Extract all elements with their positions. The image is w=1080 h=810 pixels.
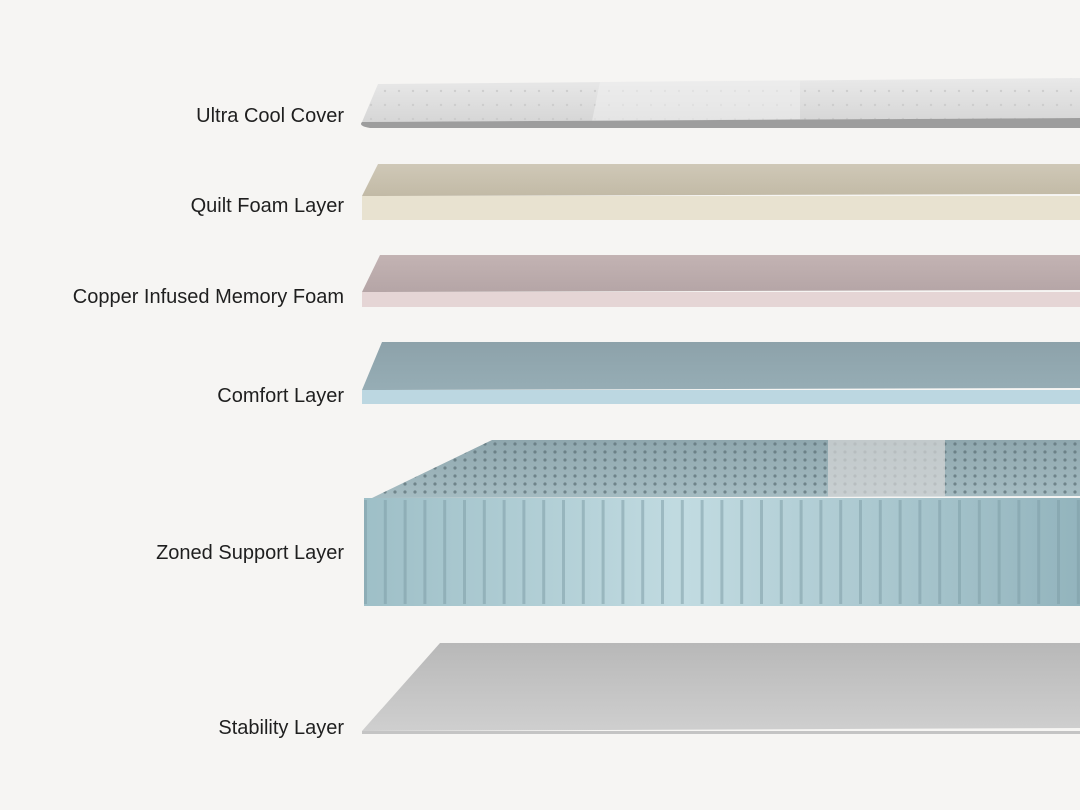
quilt-foam-layer — [362, 164, 1080, 220]
coil-column-seam — [383, 500, 387, 604]
coil-column-seam — [977, 500, 981, 604]
zoned-support-layer — [364, 440, 1080, 606]
coil-column-seam — [878, 500, 882, 604]
coil-column-seam — [898, 500, 902, 604]
coil-column-seam — [997, 500, 1001, 604]
coil-column-seam — [403, 500, 407, 604]
coil-column-seam — [542, 500, 546, 604]
coil-column-seam — [740, 500, 744, 604]
coil-column-seam — [799, 500, 803, 604]
layer-label-ultra-cool-cover: Ultra Cool Cover — [196, 105, 344, 127]
coil-column-seam — [423, 500, 427, 604]
coil-column-seam — [443, 500, 447, 604]
coil-column-seam — [562, 500, 565, 604]
coil-column-seam — [958, 500, 961, 604]
coil-column-seam — [859, 500, 862, 604]
coil-column-seam — [1057, 500, 1060, 604]
layer-label-quilt-foam: Quilt Foam Layer — [190, 195, 344, 217]
comfort-layer — [362, 342, 1080, 404]
coil-column-seam — [819, 500, 823, 604]
coil-column-seam — [641, 500, 645, 604]
coil-column-seam — [720, 500, 724, 604]
ultra-cool-cover-layer — [361, 78, 1080, 128]
layer-label-stability: Stability Layer — [218, 717, 344, 739]
layer-label-copper-memory-foam: Copper Infused Memory Foam — [72, 286, 344, 308]
layer-label-zoned-support: Zoned Support Layer — [156, 542, 344, 564]
coil-column-seam — [502, 500, 506, 604]
coil-column-seam — [1017, 500, 1021, 604]
coil-column-seam — [463, 500, 466, 604]
coil-column-seam — [581, 500, 585, 604]
copper-memory-foam-layer — [362, 255, 1080, 307]
coil-column-seam — [918, 500, 922, 604]
coil-column-seam — [621, 500, 625, 604]
coil-column-seam — [1076, 500, 1080, 604]
coil-column-seam — [700, 500, 704, 604]
stability-layer — [362, 643, 1080, 734]
coil-column-seam — [482, 500, 486, 604]
coil-column-seam — [839, 500, 843, 604]
coil-column-seam — [522, 500, 526, 604]
coil-column-seam — [938, 500, 942, 604]
coil-column-seam — [364, 500, 367, 604]
coil-column-seam — [1037, 500, 1041, 604]
coil-column-seam — [601, 500, 605, 604]
coil-column-seam — [779, 500, 783, 604]
layer-label-comfort: Comfort Layer — [217, 385, 344, 407]
coil-column-seam — [661, 500, 664, 604]
coil-column-seam — [680, 500, 684, 604]
coil-column-seam — [760, 500, 763, 604]
